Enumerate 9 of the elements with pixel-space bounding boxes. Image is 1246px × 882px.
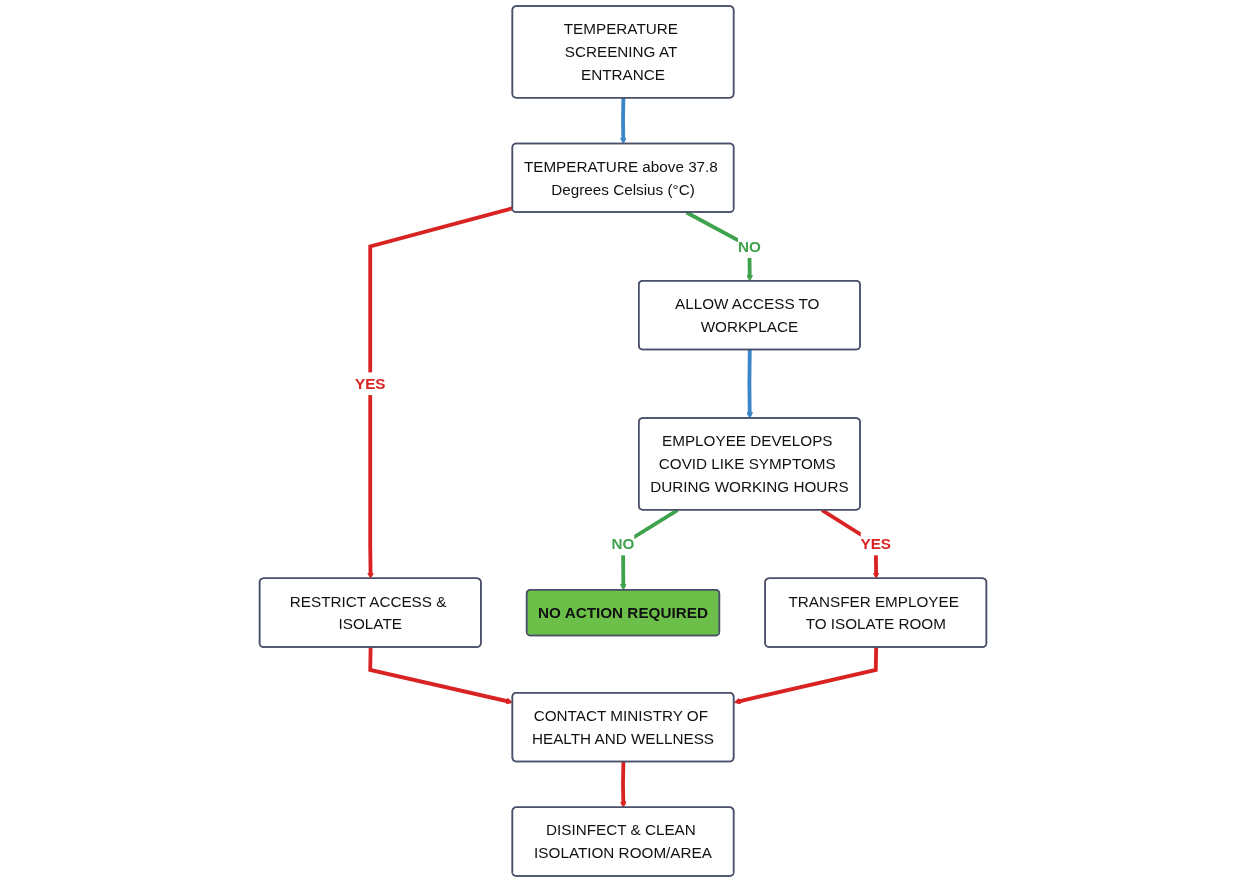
arrow	[367, 206, 514, 579]
edge-label: NO	[737, 238, 761, 255]
arrow	[733, 647, 879, 705]
arrow	[746, 349, 754, 419]
edge-label: NO	[611, 535, 635, 553]
arrow	[619, 761, 627, 808]
edge-label: YES	[860, 535, 892, 553]
edge-label: YES	[354, 375, 386, 393]
arrow	[619, 98, 627, 145]
